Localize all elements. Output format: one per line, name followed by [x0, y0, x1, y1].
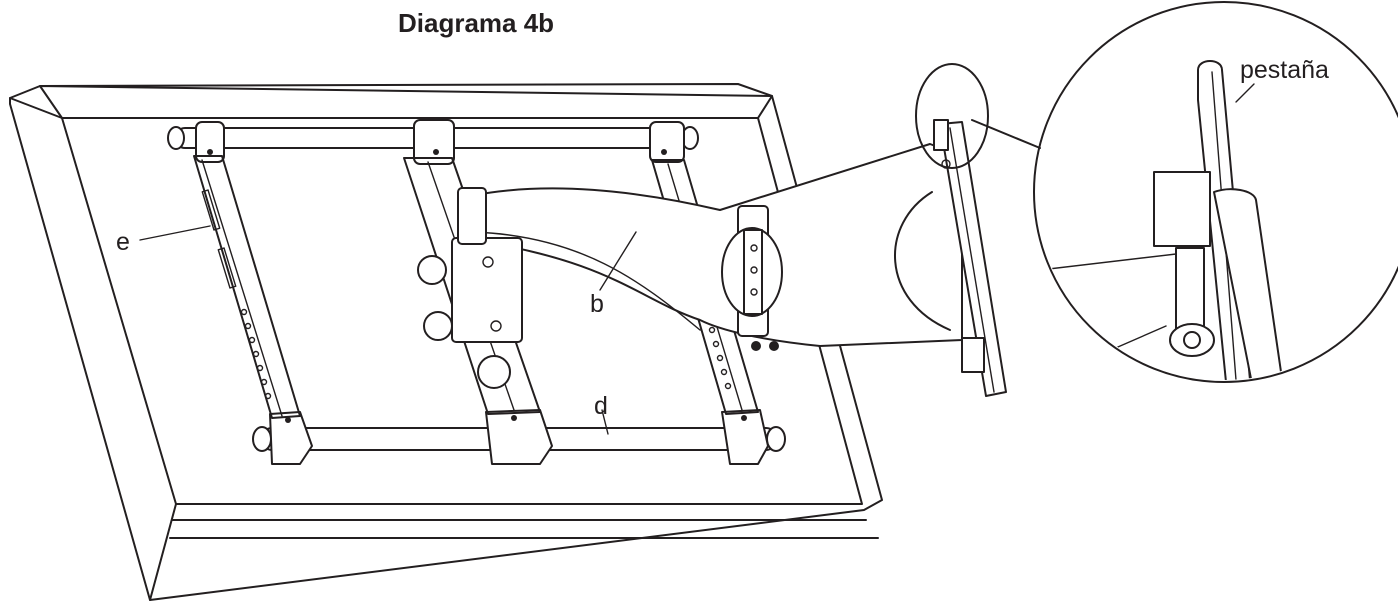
label-tab: pestaña [1240, 56, 1329, 84]
label-b: b [590, 290, 604, 318]
left-vertical-bracket [193, 155, 301, 419]
bottom-rail [252, 409, 786, 465]
diagram-title: Diagrama 4b [398, 8, 554, 38]
label-d: d [594, 392, 608, 420]
callout-small-circle [894, 63, 1041, 331]
top-rail [167, 119, 699, 165]
wall-plate [933, 119, 1007, 397]
label-e: e [116, 228, 130, 256]
leader-lines [139, 83, 1255, 435]
tv-panel [9, 83, 883, 601]
mount-block [417, 187, 523, 343]
swing-arm [469, 143, 963, 347]
left-bracket-holes [240, 308, 272, 400]
arm-pivot [721, 205, 783, 351]
right-bracket-holes [708, 326, 732, 390]
detail-circle [1033, 1, 1398, 383]
